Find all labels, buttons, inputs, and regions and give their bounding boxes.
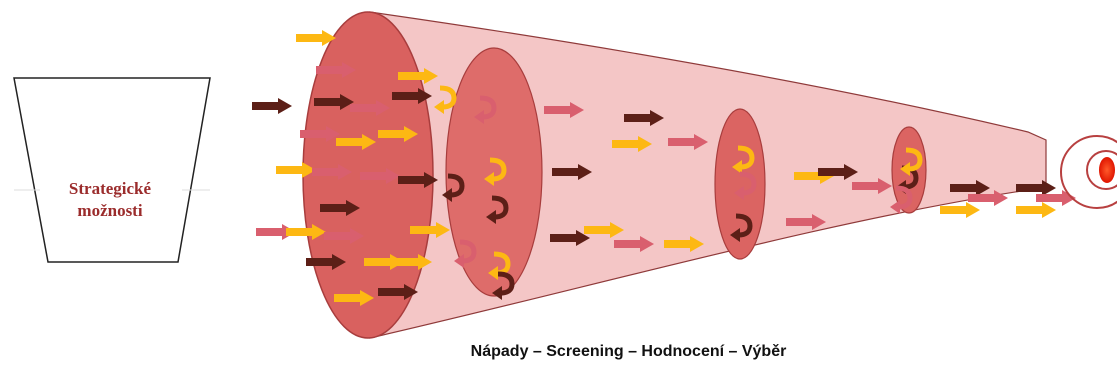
curved-arrow-icon <box>890 185 913 214</box>
arrow-right-icon <box>316 62 356 78</box>
curved-arrow-icon <box>492 271 515 300</box>
curved-arrow-icon <box>484 157 507 186</box>
arrow-right-icon <box>1016 180 1056 196</box>
curved-arrow-icon <box>486 195 509 224</box>
idea-arrows <box>252 30 1076 306</box>
arrow-right-icon <box>968 190 1008 206</box>
arrow-right-icon <box>950 180 990 196</box>
arrow-right-icon <box>1036 190 1076 206</box>
arrow-right-icon <box>296 30 336 46</box>
arrow-right-icon <box>336 134 376 150</box>
arrow-right-icon <box>252 98 292 114</box>
target-icon <box>1060 135 1117 209</box>
curved-arrow-icon <box>730 213 753 242</box>
curved-arrow-icon <box>474 95 497 124</box>
arrow-right-icon <box>1016 202 1056 218</box>
arrow-right-icon <box>350 100 390 116</box>
arrow-right-icon <box>392 254 432 270</box>
arrow-right-icon <box>392 88 432 104</box>
arrow-right-icon <box>398 68 438 84</box>
curved-arrow-icon <box>454 239 477 268</box>
curved-arrow-icon <box>732 145 755 174</box>
arrow-right-icon <box>664 236 704 252</box>
arrow-right-icon <box>544 102 584 118</box>
evaluation-stage-disc <box>714 108 766 260</box>
bucket-label-line2: možnosti <box>77 201 143 220</box>
arrow-right-icon <box>378 126 418 142</box>
arrow-right-icon <box>552 164 592 180</box>
arrow-right-icon <box>410 222 450 238</box>
bucket-label: Strategické možnosti <box>40 178 180 222</box>
arrow-right-icon <box>624 110 664 126</box>
curved-arrow-icon <box>442 173 465 202</box>
curved-arrow-icon <box>900 147 923 176</box>
arrow-right-icon <box>398 172 438 188</box>
arrow-right-icon <box>314 94 354 110</box>
arrow-right-icon <box>334 290 374 306</box>
arrow-right-icon <box>306 254 346 270</box>
arrow-right-icon <box>614 236 654 252</box>
arrow-right-icon <box>550 230 590 246</box>
arrow-right-icon <box>668 134 708 150</box>
arrow-right-icon <box>612 136 652 152</box>
bucket-label-line1: Strategické <box>68 179 152 198</box>
arrow-right-icon <box>320 200 360 216</box>
arrow-right-icon <box>818 164 858 180</box>
arrow-right-icon <box>276 162 316 178</box>
arrow-right-icon <box>300 126 340 142</box>
arrow-right-icon <box>786 214 826 230</box>
arrow-right-icon <box>852 178 892 194</box>
strategic-options-bucket <box>13 77 211 263</box>
curved-arrow-icon <box>734 171 757 200</box>
arrow-right-icon <box>940 202 980 218</box>
arrow-right-icon <box>286 224 326 240</box>
process-caption: Nápady – Screening – Hodnocení – Výběr <box>470 343 787 360</box>
arrow-right-icon <box>584 222 624 238</box>
arrow-right-icon <box>324 228 364 244</box>
arrow-right-icon <box>360 168 400 184</box>
arrow-right-icon <box>378 284 418 300</box>
arrow-right-icon <box>312 164 352 180</box>
curved-arrow-icon <box>434 85 457 114</box>
